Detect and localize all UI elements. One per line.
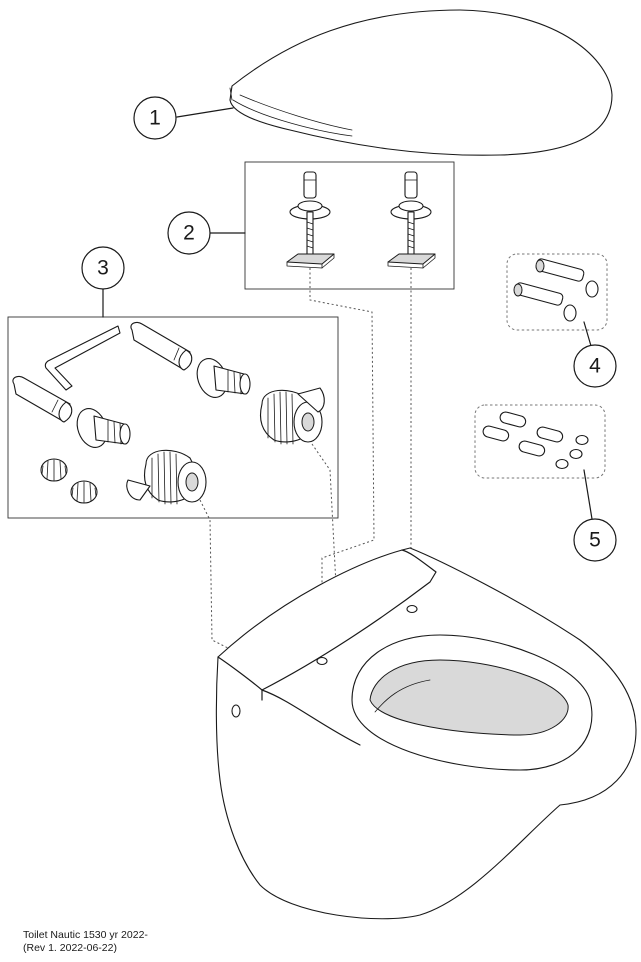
caption-model: Toilet Nautic 1530 yr 2022- — [23, 929, 148, 941]
fixing-kit-box — [7, 316, 339, 519]
cover-cap-1 — [40, 458, 68, 482]
svg-text:3: 3 — [97, 257, 109, 280]
adapter-kit-box — [506, 253, 608, 331]
callout-3: 3 — [81, 246, 125, 290]
buffer-pads-box — [474, 404, 606, 479]
wall-anchor-upper — [130, 321, 193, 371]
assembly-line-lower-sleeve — [199, 499, 233, 651]
callout-4-leader — [583, 321, 592, 347]
callout-5-leader — [583, 469, 593, 520]
svg-text:2: 2 — [183, 222, 195, 245]
caption-revision: (Rev 1. 2022-06-22) — [23, 942, 117, 954]
wall-hung-toilet-bowl — [215, 547, 637, 920]
buffer-pads — [482, 411, 589, 470]
assembly-line-upper-sleeve — [311, 443, 337, 586]
wall-anchor-lower — [12, 375, 73, 423]
svg-text:5: 5 — [589, 529, 601, 552]
allen-key — [44, 325, 121, 391]
adjuster-sleeve-lower — [126, 449, 207, 505]
adapter-bolt-lower — [513, 282, 577, 322]
svg-text:1: 1 — [149, 107, 161, 130]
threaded-bush-upper — [196, 358, 251, 398]
threaded-bush-lower — [76, 408, 131, 448]
svg-text:4: 4 — [589, 355, 601, 378]
hinge-bolts-box — [244, 161, 455, 290]
cover-cap-2 — [70, 480, 98, 504]
callout-4: 4 — [573, 344, 617, 388]
hinge-bolt-right — [387, 171, 436, 269]
adapter-bolt-upper — [535, 258, 599, 298]
seat-lid-part-1 — [229, 9, 613, 156]
adjuster-sleeve-upper — [259, 387, 325, 445]
callout-2: 2 — [167, 211, 211, 255]
callout-1-leader — [176, 107, 234, 118]
hinge-bolt-left — [286, 171, 335, 269]
callout-5: 5 — [573, 518, 617, 562]
callout-1: 1 — [133, 96, 177, 140]
